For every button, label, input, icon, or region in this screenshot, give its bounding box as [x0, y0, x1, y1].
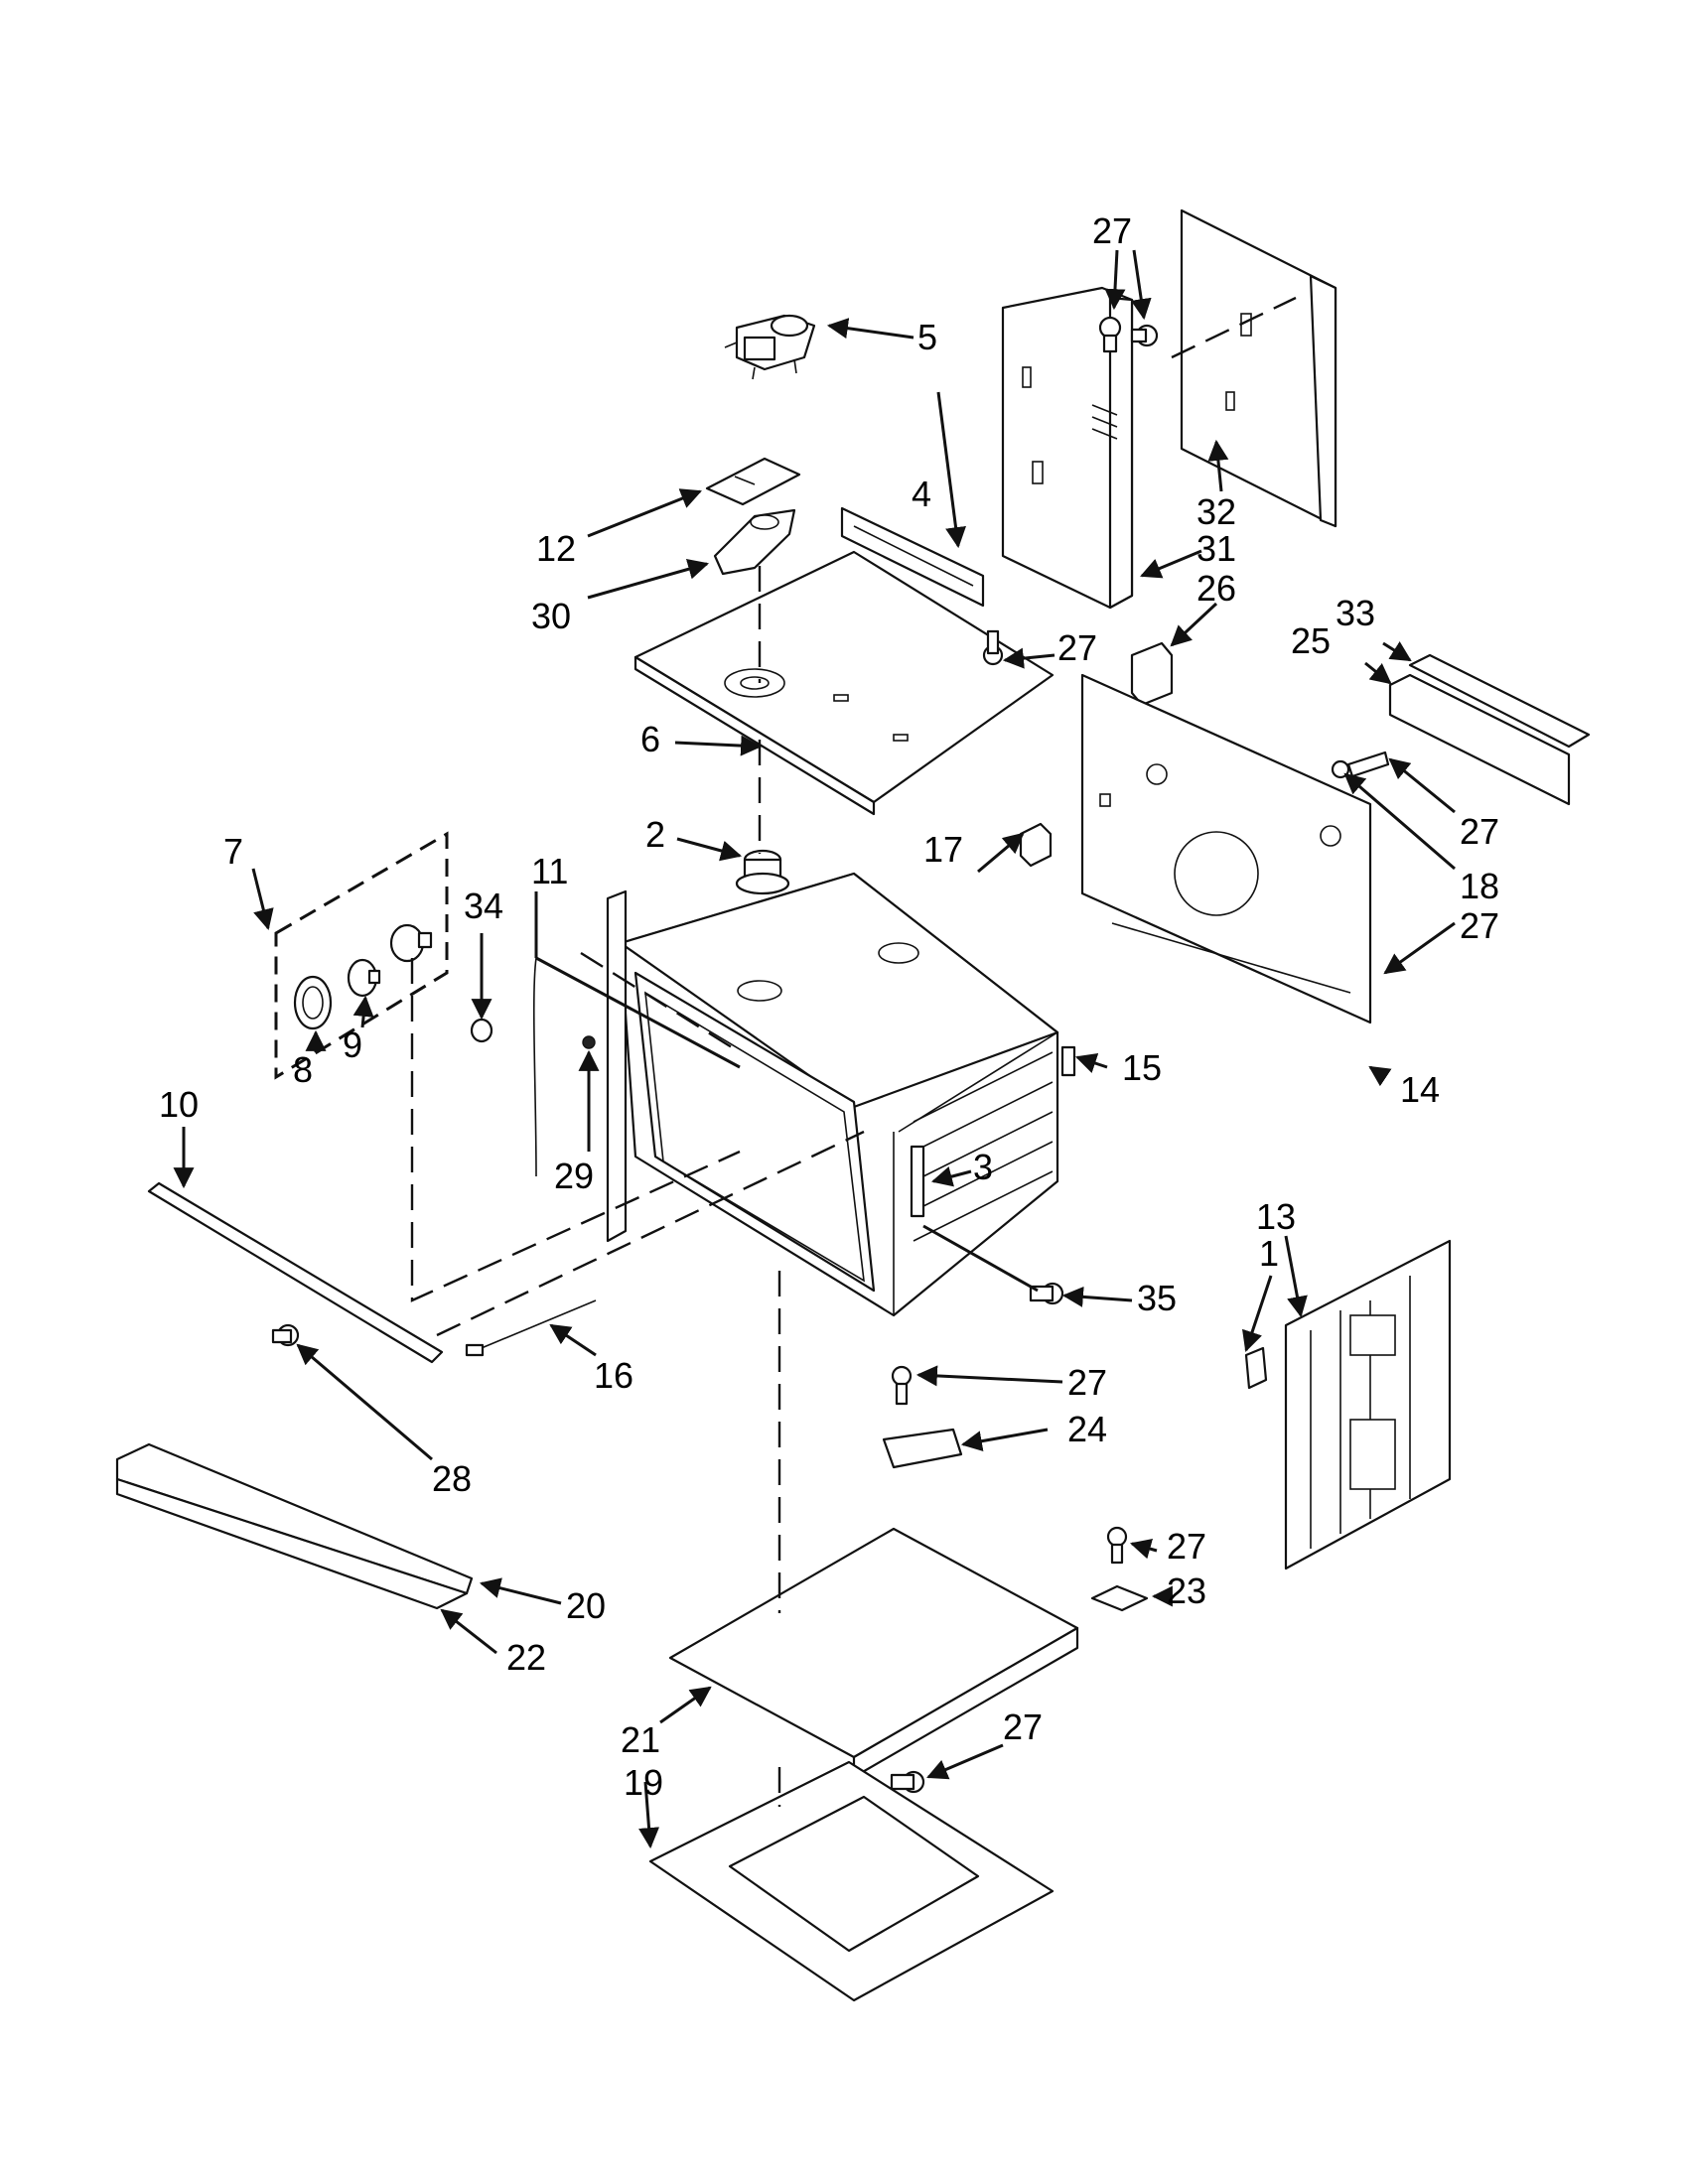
part-1-bracket [1244, 1346, 1268, 1390]
callout-25: 25 [1291, 620, 1331, 661]
callout-33: 33 [1336, 593, 1375, 633]
callout-20: 20 [566, 1585, 606, 1626]
callout-1: 1 [1259, 1233, 1279, 1274]
callout-30: 30 [531, 596, 571, 636]
screw-27-top-a [1098, 316, 1122, 353]
callout-13: 13 [1256, 1196, 1296, 1237]
callout-27-bottom: 27 [1003, 1706, 1043, 1747]
callout-17: 17 [923, 829, 963, 870]
callout-labels: 27 5 32 31 26 4 12 30 27 6 33 25 27 18 2… [159, 210, 1499, 1803]
screw-27-top-b [1130, 324, 1159, 347]
callout-3: 3 [973, 1147, 993, 1187]
callout-26: 26 [1196, 568, 1236, 609]
callout-18: 18 [1460, 866, 1499, 906]
callout-23: 23 [1167, 1570, 1206, 1611]
part-16-probe [465, 1299, 597, 1357]
part-10-front-trim [147, 1181, 444, 1364]
part-11-wire [532, 957, 537, 1177]
callout-27-rear: 27 [1460, 811, 1499, 852]
callout-19: 19 [624, 1762, 663, 1803]
callout-6: 6 [640, 719, 660, 759]
part-14-back-panel [1080, 673, 1372, 1024]
part-28-screw [271, 1323, 300, 1347]
callout-34: 34 [464, 886, 503, 926]
callout-14: 14 [1400, 1069, 1440, 1110]
part-3-oven-sensor [910, 1145, 925, 1218]
callout-27-wrapper: 27 [1057, 627, 1097, 668]
part-2-convection-hub [735, 849, 790, 895]
part-30-mount-bracket [713, 508, 796, 576]
part-29-screw [582, 1035, 596, 1049]
part-33-rear-rail [1408, 653, 1591, 749]
callout-8: 8 [293, 1049, 313, 1090]
callout-7: 7 [223, 831, 243, 872]
part-20-lower-trim [115, 1442, 474, 1595]
callout-15: 15 [1122, 1047, 1162, 1088]
callout-32: 32 [1196, 491, 1236, 532]
part-15-side-latch [1060, 1045, 1076, 1077]
callout-5: 5 [917, 317, 937, 357]
oven-cavity [606, 872, 1059, 1317]
part-25-rear-bracket [1388, 673, 1571, 806]
callout-27-right: 27 [1167, 1526, 1206, 1567]
callout-24: 24 [1067, 1409, 1107, 1449]
callout-27-top: 27 [1092, 210, 1132, 251]
callout-27-back: 27 [1460, 905, 1499, 946]
part-light-socket [389, 923, 433, 963]
part-8-light-ring [293, 975, 333, 1030]
callout-21: 21 [621, 1719, 660, 1760]
callout-leaders [173, 249, 1456, 1849]
callout-12: 12 [536, 528, 576, 569]
callout-16: 16 [594, 1355, 633, 1396]
screw-27-right [1106, 1526, 1128, 1565]
callout-35: 35 [1137, 1278, 1177, 1318]
callout-11: 11 [531, 851, 568, 891]
dashed-alignment-lines [410, 296, 1297, 1807]
part-24-bracket [882, 1428, 963, 1469]
callout-4: 4 [912, 474, 931, 514]
part-17-clip [1019, 822, 1053, 868]
part-32-rear-panel [1180, 208, 1337, 528]
callout-31: 31 [1196, 528, 1236, 569]
part-6-top-wrapper [633, 550, 1055, 816]
callout-22: 22 [506, 1637, 546, 1678]
screw-27-bottom [890, 1770, 925, 1794]
part-31-inner-panel [1001, 286, 1134, 610]
callout-29: 29 [554, 1156, 594, 1196]
part-19-floor-panel [648, 1760, 1055, 2002]
part-18-sensor [1331, 751, 1390, 779]
screw-27-top-wrapper [982, 629, 1004, 666]
part-22-lower-trim-panel [115, 1477, 469, 1610]
part-4-top-rail [840, 506, 985, 608]
screw-27-mid [891, 1365, 913, 1406]
part-5-control-assembly [724, 314, 816, 380]
part-9-light-bulb [347, 958, 381, 998]
callout-27-mid: 27 [1067, 1362, 1107, 1403]
part-23-bracket [1090, 1584, 1149, 1612]
callout-9: 9 [343, 1024, 362, 1065]
part-13-side-panel [1284, 1239, 1452, 1570]
part-34-plug [470, 1018, 493, 1043]
part-35-screw [1029, 1282, 1064, 1305]
part-7-light-assembly-group [274, 831, 449, 1080]
callout-2: 2 [645, 814, 665, 855]
part-12-bracket [705, 457, 801, 506]
part-26-junction-box [1130, 641, 1174, 707]
callout-10: 10 [159, 1084, 199, 1125]
callout-28: 28 [432, 1458, 472, 1499]
